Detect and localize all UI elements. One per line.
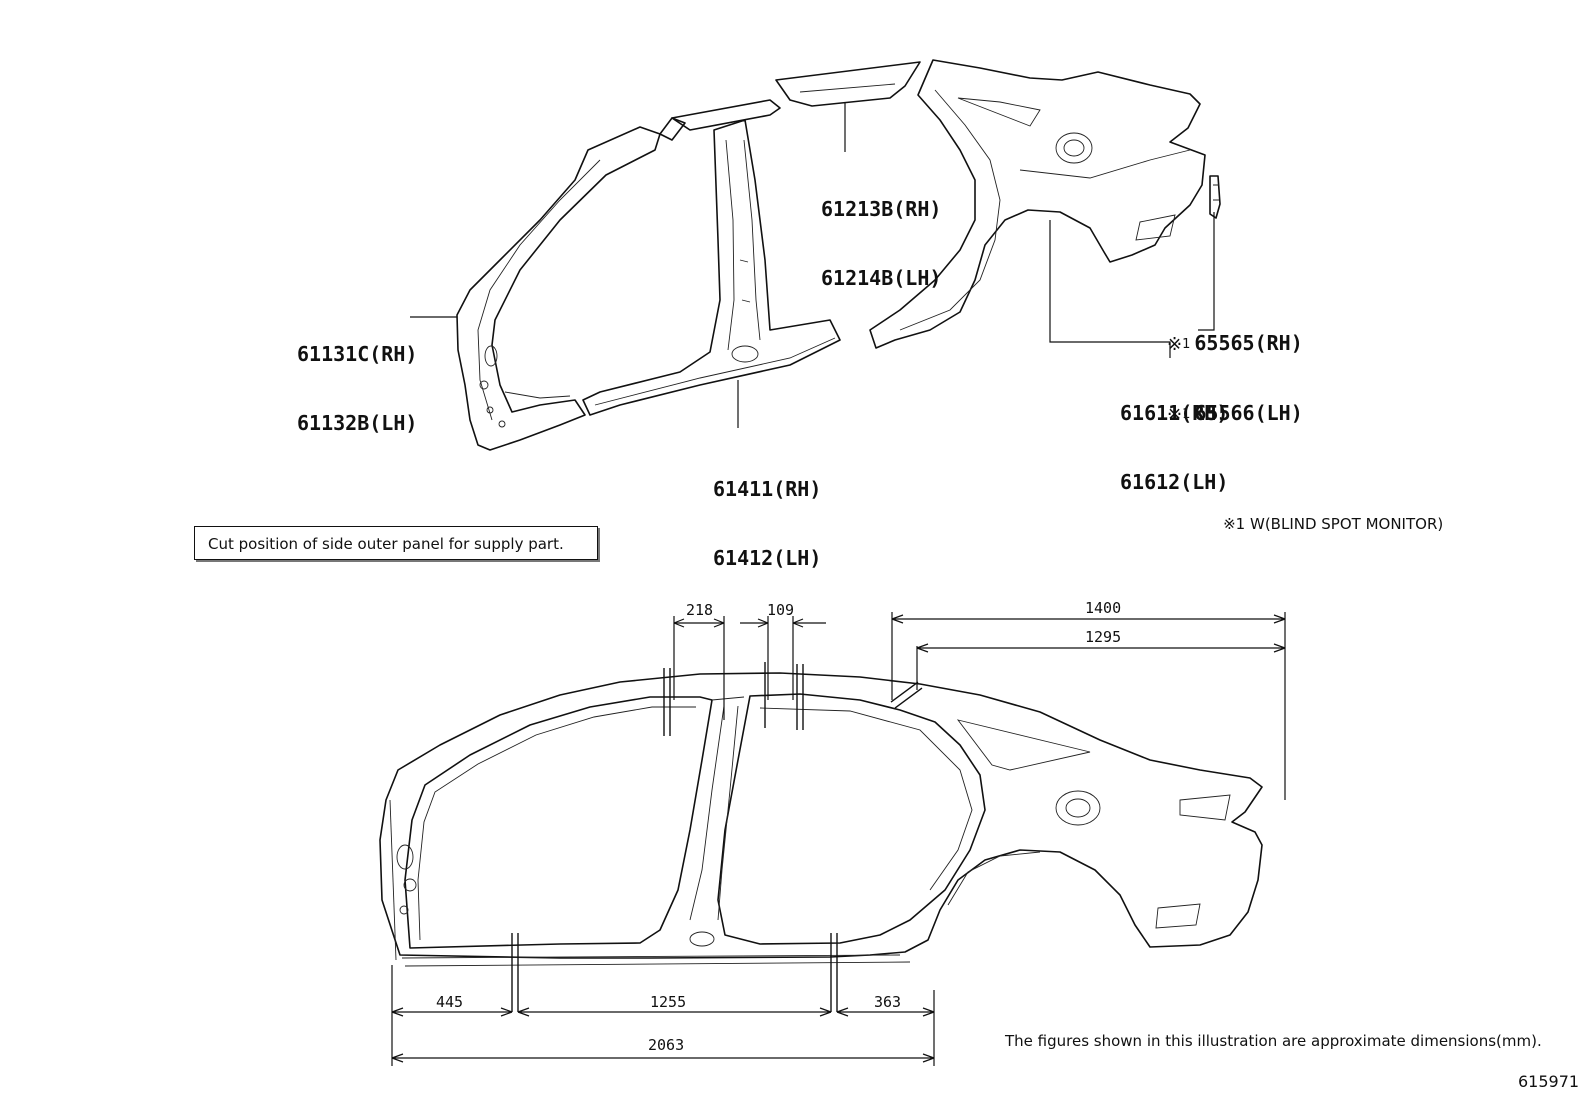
dimension-445: 445: [436, 993, 464, 1011]
dimension-1400: 1400: [1085, 599, 1122, 617]
quarter-panel-part: [869, 59, 1206, 349]
bracket-lh-number: 65566(LH): [1194, 401, 1303, 425]
footnote: ※1 W(BLIND SPOT MONITOR): [1204, 497, 1443, 551]
rocker-lh-number: 61412(LH): [713, 546, 822, 570]
roof-rail-lh-number: 61214B(LH): [821, 266, 942, 290]
dimension-2063: 2063: [648, 1036, 685, 1054]
front-pillar-panel-part: [456, 126, 661, 451]
reference-mark-icon: ※: [1167, 334, 1183, 355]
roof-rail-rh-number: 61213B(RH): [821, 197, 942, 221]
dimension-lines: [391, 612, 1286, 1066]
rocker-part-label: 61411(RH) 61412(LH): [713, 432, 821, 616]
reference-mark-icon: ※: [1223, 515, 1236, 533]
dimension-363: 363: [874, 993, 902, 1011]
rocker-rh-number: 61411(RH): [713, 477, 822, 501]
quarter-panel-part-label: 61611(RH) 61612(LH): [1120, 356, 1228, 540]
front-pillar-lh-number: 61132B(LH): [297, 411, 418, 435]
approximate-dimensions-note: The figures shown in this illustration a…: [1005, 1032, 1542, 1050]
blind-spot-bracket-part: [1209, 175, 1221, 219]
front-pillar-rh-number: 61131C(RH): [297, 342, 418, 366]
front-pillar-part-label: 61131C(RH) 61132B(LH): [297, 297, 417, 481]
dimension-1255: 1255: [650, 993, 687, 1011]
illustration-number: 615971: [1518, 1072, 1580, 1091]
footnote-text: W(BLIND SPOT MONITOR): [1249, 515, 1444, 533]
footnote-index: 1: [1235, 515, 1246, 533]
reference-mark-index: 1: [1182, 407, 1191, 422]
assembled-side-panel: [379, 672, 1263, 967]
center-pillar-rocker-part: [582, 119, 841, 416]
cut-lines: [511, 662, 923, 1012]
leader-lines: [410, 102, 1215, 428]
quarter-panel-rh-number: 61611(RH): [1120, 401, 1229, 425]
quarter-panel-lh-number: 61612(LH): [1120, 470, 1229, 494]
dimension-218: 218: [686, 601, 714, 619]
roof-segment-parts: [659, 61, 921, 141]
dimension-109: 109: [767, 601, 795, 619]
reference-mark-index: 1: [1182, 337, 1191, 352]
cut-position-note: Cut position of side outer panel for sup…: [194, 526, 598, 560]
dimension-1295: 1295: [1085, 628, 1122, 646]
roof-rail-part-label: 61213B(RH) 61214B(LH): [821, 152, 941, 336]
reference-mark-icon: ※: [1167, 404, 1183, 425]
bracket-rh-number: 65565(RH): [1194, 331, 1303, 355]
